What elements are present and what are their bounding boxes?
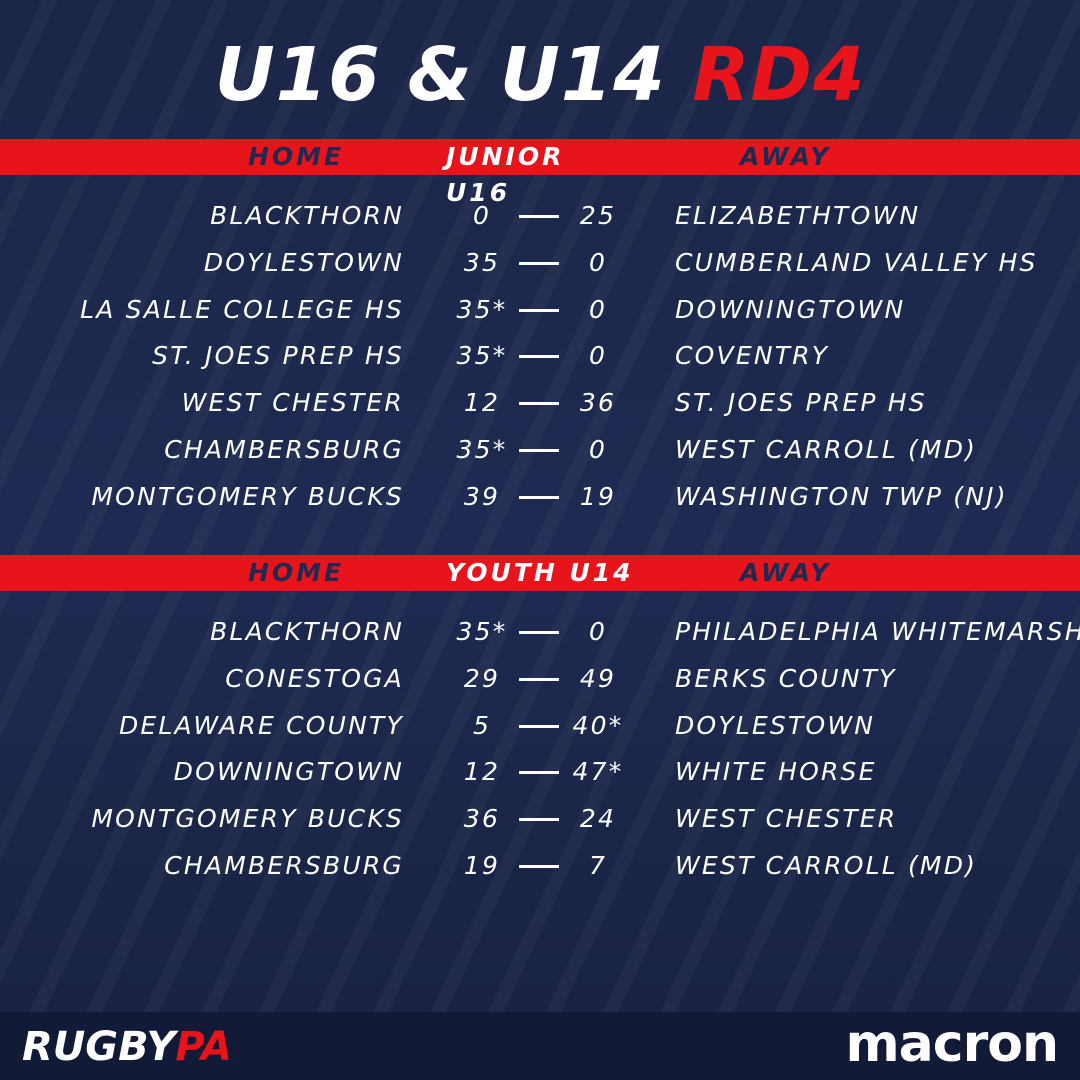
footer-bar: RUGBYPA macron (0, 1012, 1080, 1080)
away-team: BERKS COUNTY (675, 663, 897, 693)
away-score: 49 (579, 663, 617, 693)
home-team: CONESTOGA (225, 663, 404, 693)
home-team: CHAMBERSBURG (164, 435, 404, 464)
away-team: DOYLESTOWN (675, 710, 876, 740)
home-score: 35* (456, 341, 508, 371)
page-title: U16 & U14 RD4 (0, 30, 1080, 120)
home-column-label: HOME (248, 558, 345, 587)
away-team: DOWNINGTOWN (675, 294, 906, 324)
match-row: CONESTOGA 29 49 BERKS COUNTY (0, 662, 1080, 696)
home-team: WEST CHESTER (181, 388, 404, 418)
away-score: 0 (588, 294, 608, 324)
away-score: 0 (588, 247, 608, 277)
away-score: 47* (572, 757, 624, 787)
score-separator (519, 449, 559, 452)
score-separator (519, 355, 559, 359)
home-team: DOYLESTOWN (203, 247, 404, 277)
home-score: 36 (463, 804, 501, 834)
home-score: 5 (472, 710, 492, 740)
away-team: WEST CARROLL (MD) (675, 851, 978, 880)
away-score: 40* (572, 710, 624, 740)
home-team: MONTGOMERY BUCKS (91, 481, 404, 511)
score-separator (519, 724, 559, 728)
score-separator (519, 677, 559, 681)
match-row: DELAWARE COUNTY 5 40* DOYLESTOWN (0, 709, 1080, 743)
away-score: 36 (579, 388, 617, 418)
away-score: 25 (579, 201, 617, 230)
away-column-label: AWAY (740, 558, 832, 587)
score-separator (519, 865, 559, 868)
away-team: ST. JOES PREP HS (675, 388, 927, 418)
home-team: BLACKTHORN (210, 617, 404, 646)
away-team: WHITE HORSE (675, 757, 877, 787)
home-score: 35 (463, 247, 501, 277)
match-row: LA SALLE COLLEGE HS 35* 0 DOWNINGTOWN (0, 293, 1080, 327)
match-row: CHAMBERSBURG 19 7 WEST CARROLL (MD) (0, 849, 1080, 883)
home-team: LA SALLE COLLEGE HS (80, 294, 404, 324)
away-score: 19 (579, 481, 617, 511)
score-separator (519, 631, 559, 634)
score-separator (519, 308, 559, 312)
section-title: JUNIOR U16 (446, 142, 565, 207)
home-score: 35* (456, 617, 508, 646)
home-team: MONTGOMERY BUCKS (91, 804, 404, 834)
score-separator (519, 402, 559, 406)
away-score: 0 (588, 617, 608, 646)
away-score: 0 (588, 341, 608, 371)
home-score: 19 (463, 851, 501, 880)
home-column-label: HOME (248, 142, 345, 171)
match-row: MONTGOMERY BUCKS 36 24 WEST CHESTER (0, 802, 1080, 836)
home-score: 35* (456, 435, 508, 464)
away-team: PHILADELPHIA WHITEMARSH (675, 617, 1080, 646)
match-row: BLACKTHORN 35* 0 PHILADELPHIA WHITEMARSH (0, 615, 1080, 649)
score-separator (519, 261, 559, 265)
home-score: 29 (463, 663, 501, 693)
match-row: ST. JOES PREP HS 35* 0 COVENTRY (0, 339, 1080, 373)
rugbypa-logo: RUGBYPA (22, 1022, 232, 1072)
score-separator (519, 771, 559, 775)
home-score: 12 (463, 757, 501, 787)
match-row: WEST CHESTER 12 36 ST. JOES PREP HS (0, 386, 1080, 420)
section-header-youth-u14: HOME YOUTH U14 AWAY (0, 555, 1080, 591)
home-team: BLACKTHORN (210, 201, 404, 230)
score-separator (519, 215, 559, 218)
section-header-junior-u16: HOME JUNIOR U16 AWAY (0, 139, 1080, 207)
home-score: 12 (463, 388, 501, 418)
home-score: 35* (456, 294, 508, 324)
section-title: YOUTH U14 (446, 558, 634, 587)
match-row: BLACKTHORN 0 25 ELIZABETHTOWN (0, 199, 1080, 233)
home-score: 0 (472, 201, 492, 230)
score-separator (519, 818, 559, 822)
rugbypa-logo-main: RUGBY (22, 1024, 176, 1070)
away-column-label: AWAY (740, 142, 832, 171)
macron-logo: macron (845, 1014, 1059, 1074)
away-score: 0 (588, 435, 608, 464)
away-team: ELIZABETHTOWN (675, 201, 921, 230)
away-team: WEST CARROLL (MD) (675, 435, 978, 464)
score-separator (519, 495, 559, 499)
home-score: 39 (463, 481, 501, 511)
home-team: DELAWARE COUNTY (118, 710, 404, 740)
match-row: DOWNINGTOWN 12 47* WHITE HORSE (0, 755, 1080, 789)
match-row: MONTGOMERY BUCKS 39 19 WASHINGTON TWP (NJ) (0, 480, 1080, 514)
away-team: COVENTRY (675, 341, 830, 371)
away-team: CUMBERLAND VALLEY HS (675, 247, 1038, 277)
home-team: CHAMBERSBURG (164, 851, 404, 880)
rugbypa-logo-accent: PA (175, 1024, 232, 1070)
away-score: 7 (588, 851, 608, 880)
home-team: ST. JOES PREP HS (152, 341, 404, 371)
title-main: U16 & U14 (214, 32, 666, 118)
away-score: 24 (579, 804, 617, 834)
home-team: DOWNINGTOWN (173, 757, 404, 787)
match-row: CHAMBERSBURG 35* 0 WEST CARROLL (MD) (0, 433, 1080, 467)
match-row: DOYLESTOWN 35 0 CUMBERLAND VALLEY HS (0, 246, 1080, 280)
title-accent: RD4 (692, 32, 866, 118)
away-team: WEST CHESTER (675, 804, 898, 834)
away-team: WASHINGTON TWP (NJ) (675, 481, 1008, 511)
